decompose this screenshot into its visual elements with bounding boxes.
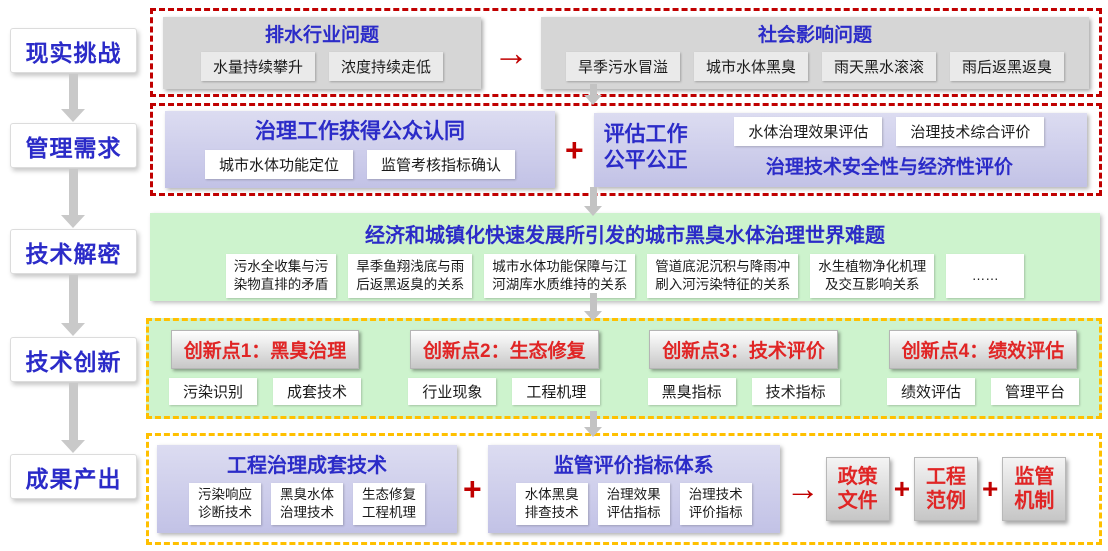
innovation-header: 创新点4：绩效评估 xyxy=(888,330,1078,369)
output-supervision-mechanism: 监管 机制 xyxy=(1002,457,1067,521)
tag-item: 监管考核指标确认 xyxy=(367,150,516,179)
stage-label: 管理需求 xyxy=(25,134,122,161)
tag-item: 城市水体功能保障与江 河湖库水质维持的关系 xyxy=(484,254,636,299)
tag-item: 污水全收集与污 染物直排的矛盾 xyxy=(225,254,337,299)
stage-label: 现实挑战 xyxy=(25,39,122,66)
down-arrow-icon xyxy=(584,84,602,105)
panel-title: 社会影响问题 xyxy=(757,24,872,46)
panel-items: 水体治理效果评估 治理技术综合评价 治理技术安全性与经济性评价 xyxy=(702,116,1077,179)
down-arrow-icon xyxy=(61,169,85,228)
innovation-header: 创新点1：黑臭治理 xyxy=(170,330,360,369)
tag-item: 黑臭指标 xyxy=(647,378,736,405)
innovation-items: 绩效评估 管理平台 xyxy=(886,378,1079,405)
panel-engineering-technologies: 工程治理成套技术 污染响应 诊断技术 黑臭水体 治理技术 生态修复 工程机理 xyxy=(157,444,457,534)
tag-item: 绩效评估 xyxy=(886,378,975,405)
tag-item: 水体治理效果评估 xyxy=(734,116,883,146)
tag-item: 水量持续攀升 xyxy=(200,51,315,81)
tag-item: 成套技术 xyxy=(273,378,362,405)
innovation-items: 黑臭指标 技术指标 xyxy=(647,378,840,405)
row-technology-decode: 经济和城镇化快速发展所引发的城市黑臭水体治理世界难题 污水全收集与污 染物直排的… xyxy=(150,213,1100,301)
innovation-header: 创新点3：技术评价 xyxy=(649,330,838,369)
output-engineering-examples: 工程 范例 xyxy=(914,457,979,521)
panel-title-line2: 公平公正 xyxy=(603,148,688,172)
tag-item: 行业现象 xyxy=(408,378,497,405)
tag-item: 治理技术综合评价 xyxy=(896,116,1045,146)
tag-item: 生态修复 工程机理 xyxy=(353,482,425,526)
down-arrow-icon xyxy=(584,187,602,216)
tag-item: 雨天黑水滚滚 xyxy=(822,51,937,81)
innovation-items: 污染识别 成套技术 xyxy=(169,378,362,405)
innovation-group-2: 创新点2：生态修复 行业现象 工程机理 xyxy=(408,330,601,405)
stage-label: 技术解密 xyxy=(25,240,122,267)
tag-item: 技术指标 xyxy=(751,378,840,405)
row-result-output: 工程治理成套技术 污染响应 诊断技术 黑臭水体 治理技术 生态修复 工程机理 +… xyxy=(146,433,1102,545)
panel-public-recognition: 治理工作获得公众认同 城市水体功能定位 监管考核指标确认 xyxy=(165,111,555,188)
panel-note: 治理技术安全性与经济性评价 xyxy=(765,156,1013,178)
stage-management-demand: 管理需求 xyxy=(10,123,137,168)
tag-item: 旱季鱼翔浅底与雨 后返黑返臭的关系 xyxy=(348,254,473,299)
stage-label: 技术创新 xyxy=(25,348,122,375)
panel-social-impact-problems: 社会影响问题 旱季污水冒溢 城市水体黑臭 雨天黑水滚滚 雨后返黑返臭 xyxy=(541,16,1089,89)
down-arrow-icon xyxy=(61,383,85,453)
innovation-items: 行业现象 工程机理 xyxy=(408,378,601,405)
stage-result-output: 成果产出 xyxy=(10,454,137,499)
panel-items-top: 水体治理效果评估 治理技术综合评价 xyxy=(734,116,1045,146)
innovation-group-4: 创新点4：绩效评估 绩效评估 管理平台 xyxy=(886,330,1079,405)
tag-item: 雨后返黑返臭 xyxy=(950,51,1065,81)
row-technology-innovation: 创新点1：黑臭治理 污染识别 成套技术 创新点2：生态修复 行业现象 工程机理 … xyxy=(146,318,1102,419)
tag-item: 城市水体功能定位 xyxy=(204,150,353,179)
panel-title: 工程治理成套技术 xyxy=(227,454,387,477)
plus-icon: + xyxy=(893,473,911,504)
right-arrow-icon: → xyxy=(785,470,820,508)
tag-item: 浓度持续走低 xyxy=(329,51,444,81)
ellipsis-item: …… xyxy=(946,254,1025,299)
tag-item: 污染识别 xyxy=(169,378,258,405)
tag-item: 水生植物净化机理 及交互影响关系 xyxy=(810,254,935,299)
plus-icon: + xyxy=(565,131,584,168)
right-arrow-icon: → xyxy=(493,31,529,73)
panel-items: 城市水体功能定位 监管考核指标确认 xyxy=(175,150,545,179)
row-title: 经济和城镇化快速发展所引发的城市黑臭水体治理世界难题 xyxy=(365,225,885,247)
panel-items: 水量持续攀升 浓度持续走低 xyxy=(171,51,473,81)
tag-item: 黑臭水体 治理技术 xyxy=(271,482,343,526)
tag-item: 城市水体黑臭 xyxy=(693,51,808,81)
stage-technology-innovation: 技术创新 xyxy=(10,337,137,382)
innovation-group-3: 创新点3：技术评价 黑臭指标 技术指标 xyxy=(647,330,840,405)
tag-item: 工程机理 xyxy=(512,378,601,405)
panel-drainage-industry-problems: 排水行业问题 水量持续攀升 浓度持续走低 xyxy=(163,16,481,89)
panel-items: 污染响应 诊断技术 黑臭水体 治理技术 生态修复 工程机理 xyxy=(165,482,449,526)
innovation-group-1: 创新点1：黑臭治理 污染识别 成套技术 xyxy=(169,330,362,405)
panel-title: 评估工作 公平公正 xyxy=(604,122,688,172)
plus-icon: + xyxy=(982,473,999,504)
panel-title: 治理工作获得公众认同 xyxy=(255,120,465,143)
plus-icon: + xyxy=(463,471,482,507)
row-management-demands: 治理工作获得公众认同 城市水体功能定位 监管考核指标确认 + 评估工作 公平公正… xyxy=(150,103,1102,196)
panel-fair-assessment: 评估工作 公平公正 水体治理效果评估 治理技术综合评价 治理技术安全性与经济性评… xyxy=(593,112,1087,187)
tag-item: 治理效果 评估指标 xyxy=(597,482,670,526)
stage-label: 成果产出 xyxy=(25,465,122,492)
panel-title: 排水行业问题 xyxy=(264,24,379,46)
row-reality-challenges: 排水行业问题 水量持续攀升 浓度持续走低 → 社会影响问题 旱季污水冒溢 城市水… xyxy=(150,8,1102,97)
tag-item: 治理技术 评价指标 xyxy=(679,482,752,526)
tag-item: 污染响应 诊断技术 xyxy=(189,482,261,526)
panel-title: 监管评价指标体系 xyxy=(553,454,714,477)
stage-technology-decode: 技术解密 xyxy=(10,229,137,274)
tag-item: 管理平台 xyxy=(990,378,1079,405)
panel-supervision-index-system: 监管评价指标体系 水体黑臭 排查技术 治理效果 评估指标 治理技术 评价指标 xyxy=(487,444,780,534)
tag-item: 水体黑臭 排查技术 xyxy=(515,482,588,526)
row-items: 污水全收集与污 染物直排的矛盾 旱季鱼翔浅底与雨 后返黑返臭的关系 城市水体功能… xyxy=(158,254,1092,299)
tag-item: 旱季污水冒溢 xyxy=(565,51,680,81)
stage-reality-challenge: 现实挑战 xyxy=(10,28,137,73)
innovation-header: 创新点2：生态修复 xyxy=(410,330,599,369)
panel-items: 旱季污水冒溢 城市水体黑臭 雨天黑水滚滚 雨后返黑返臭 xyxy=(549,51,1081,81)
panel-title-line1: 评估工作 xyxy=(603,123,688,147)
output-policy-documents: 政策 文件 xyxy=(825,457,890,521)
down-arrow-icon xyxy=(61,275,85,336)
down-arrow-icon xyxy=(61,74,85,122)
down-arrow-icon xyxy=(584,293,602,321)
down-arrow-icon xyxy=(584,411,602,437)
tag-item: 管道底泥沉积与降雨冲 刷入河污染特征的关系 xyxy=(647,254,799,299)
panel-items: 水体黑臭 排查技术 治理效果 评估指标 治理技术 评价指标 xyxy=(496,482,772,526)
